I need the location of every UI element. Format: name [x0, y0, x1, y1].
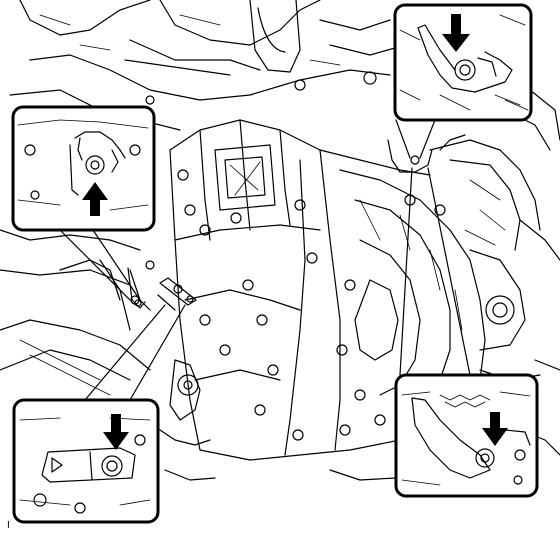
callout-top-right-arrow-icon	[442, 14, 470, 52]
harness-clamp-bracket-right	[387, 139, 433, 173]
callout-lower-left	[12, 398, 160, 524]
callout-lower-left-arrow-icon	[103, 414, 129, 450]
harness-clamp-bracket-left	[127, 267, 146, 309]
housing-bolts	[130, 169, 446, 441]
corner-mark: I	[7, 520, 10, 531]
callout-top-right	[393, 3, 533, 122]
callout-lower-right	[394, 373, 539, 498]
callout-upper-left	[11, 105, 156, 232]
shift-lever-bracket	[157, 277, 197, 311]
callout-upper-left-arrow-icon	[82, 182, 108, 216]
callout-lower-right-arrow-icon	[482, 412, 508, 446]
leader-lines	[59, 119, 471, 401]
